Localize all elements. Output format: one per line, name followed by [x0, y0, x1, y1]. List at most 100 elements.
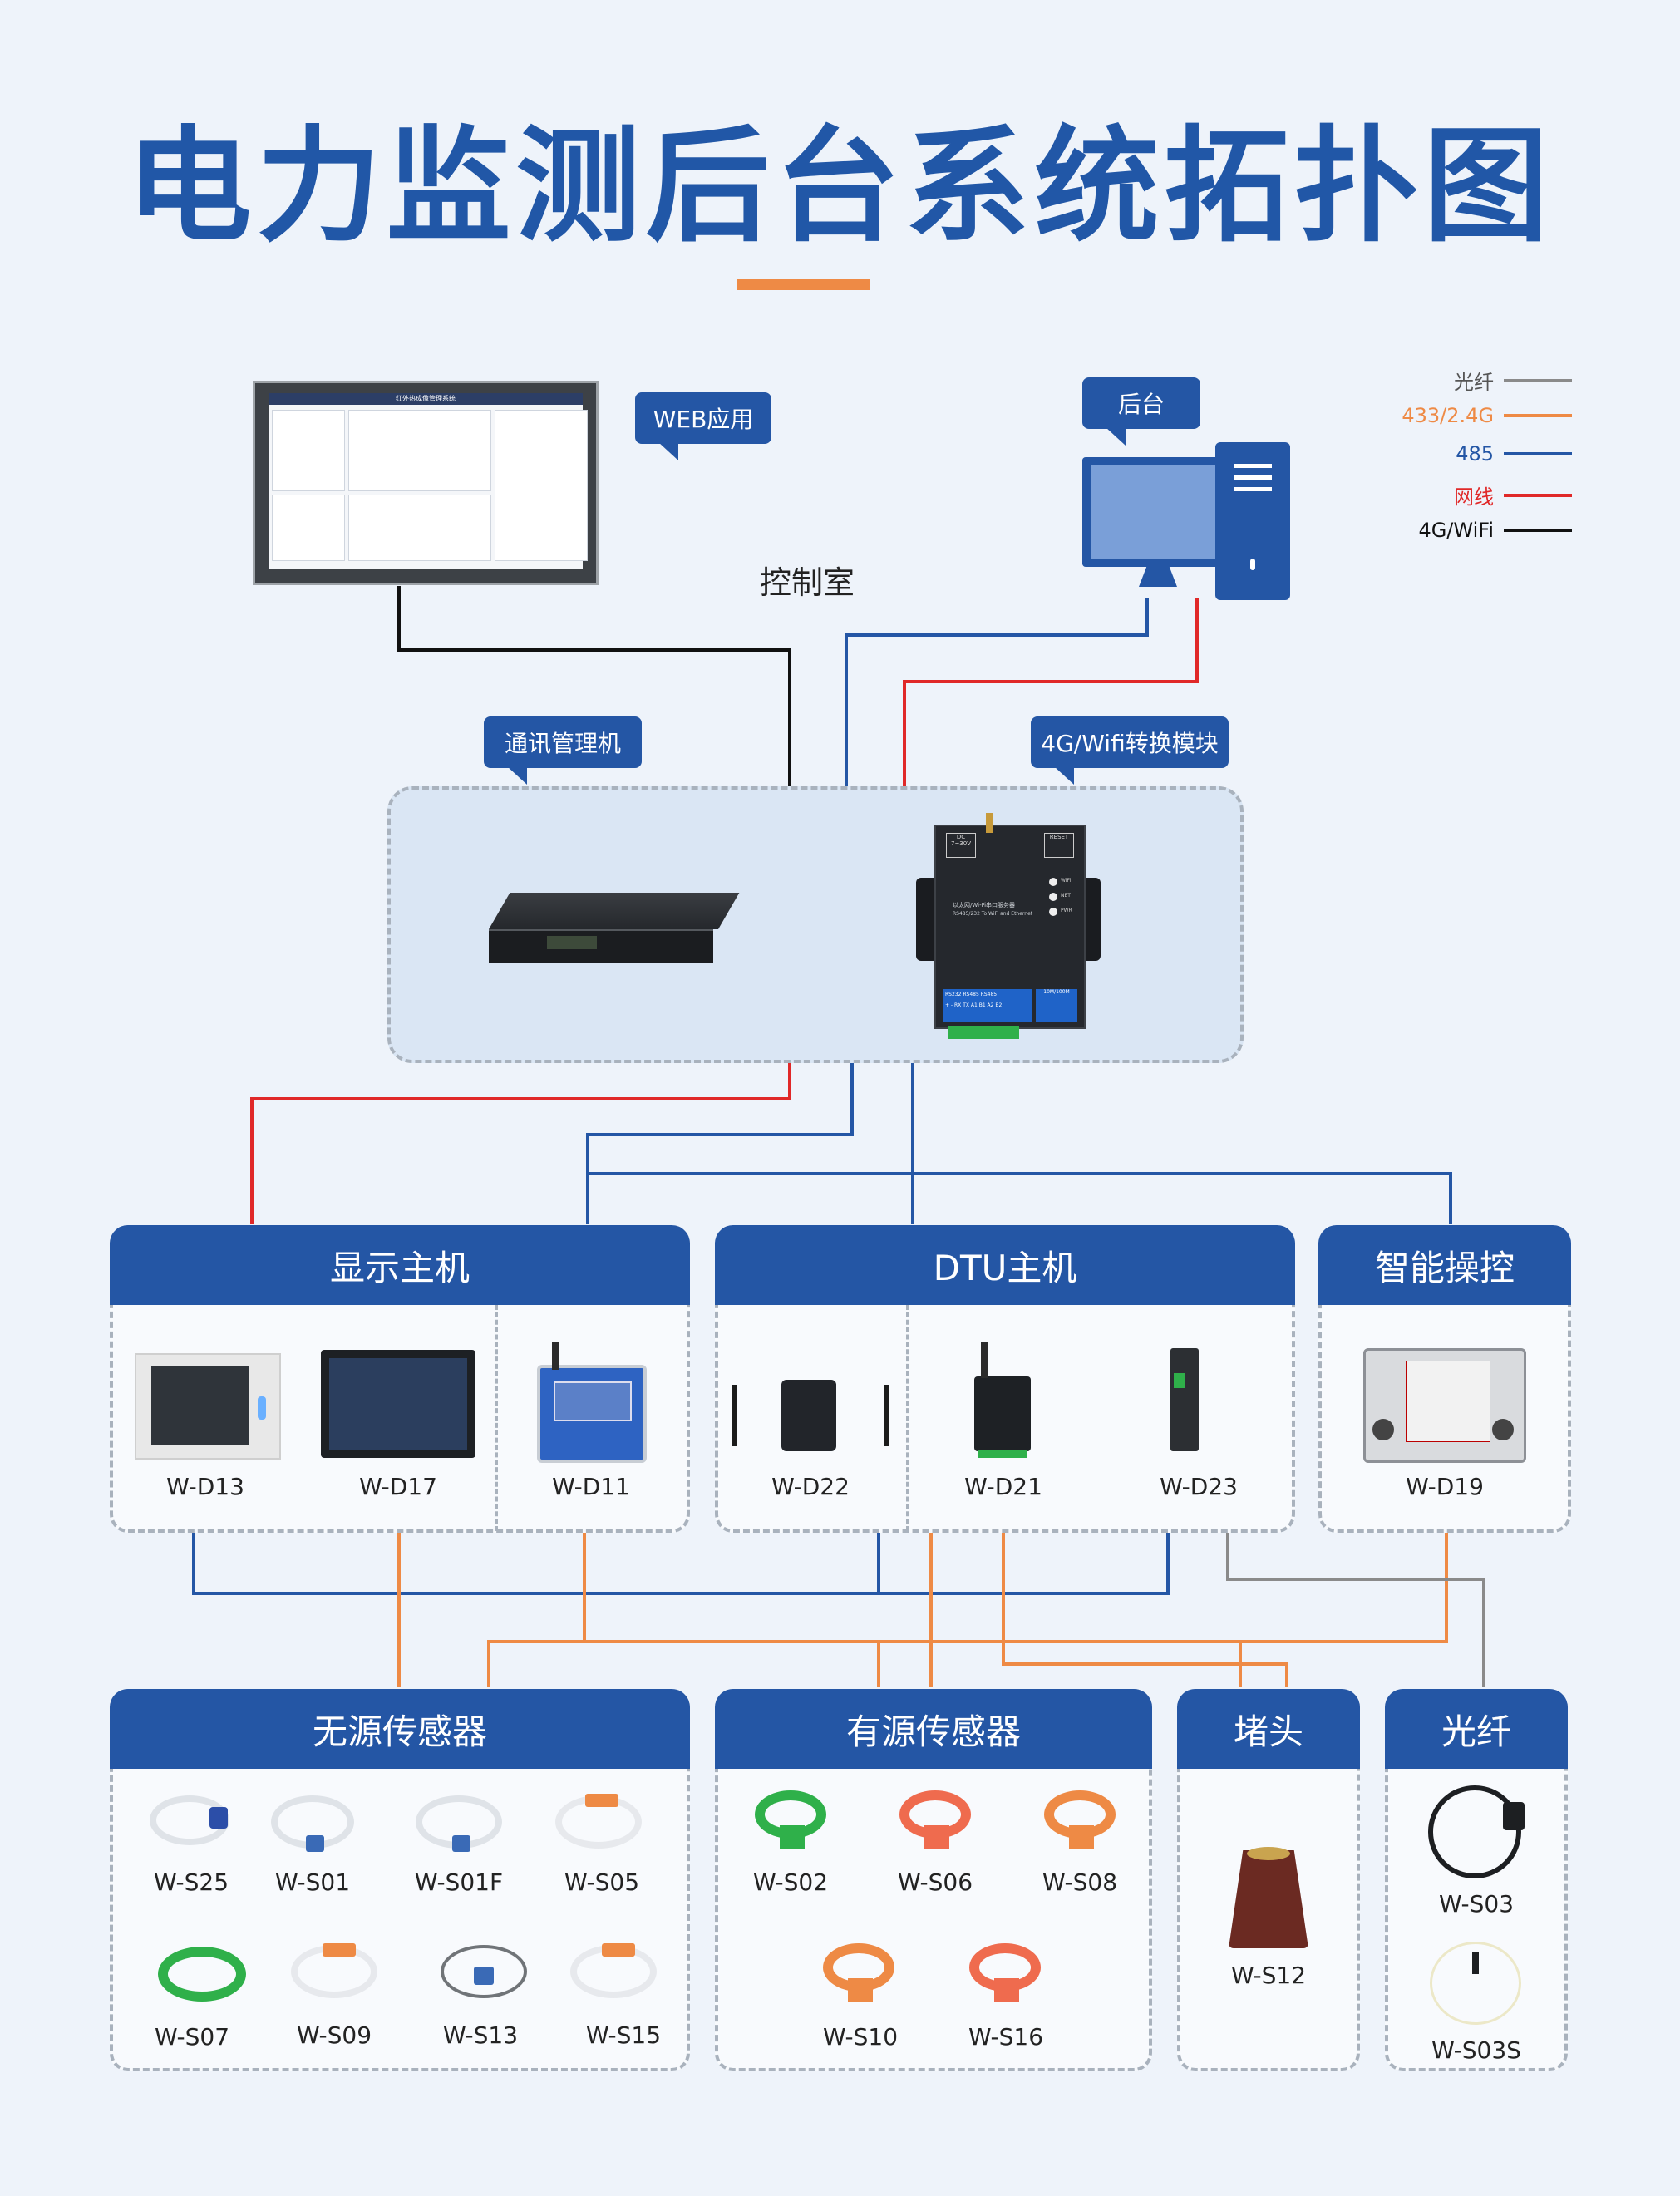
device-label: W-D22 [771, 1473, 850, 1500]
control-room-label: 控制室 [760, 564, 855, 601]
device-w-s03s-image [1430, 1942, 1521, 2025]
port-block: RS232 RS485 RS485 + - RX TX A1 B1 A2 B2 [943, 989, 1032, 1022]
panel-header: DTU主机 [715, 1225, 1295, 1305]
line-485-backend [845, 598, 1149, 788]
device-w-d19-image [1363, 1348, 1526, 1463]
legend-label: 4G/WiFi [1418, 519, 1494, 542]
legend-line [1504, 378, 1572, 382]
device-w-s15-image [570, 1943, 657, 1998]
antenna-icon [884, 1385, 889, 1446]
device-label: W-S03 [1438, 1890, 1515, 1918]
tag-backend: 后台 [1082, 377, 1200, 446]
terminal-block [948, 1026, 1019, 1039]
legend-line [1504, 414, 1572, 417]
device-label: W-S09 [296, 2021, 372, 2049]
device-label: W-S15 [585, 2021, 662, 2049]
device-w-d13-image [135, 1353, 281, 1460]
device-w-s05-image [555, 1794, 642, 1849]
reset-button: RESET [1044, 833, 1074, 858]
comm-manager-device [489, 893, 740, 972]
legend-item-ethernet: 网线 [1454, 480, 1572, 510]
antenna-icon [732, 1385, 737, 1446]
device-w-d17-image [321, 1350, 475, 1458]
device-label: W-D11 [552, 1473, 630, 1500]
device-model-en: RS485/232 To WiFi and Ethernet [953, 911, 1033, 917]
device-w-d21-image [974, 1376, 1031, 1458]
backend-monitor [1082, 457, 1232, 567]
antenna-icon [552, 1342, 559, 1370]
device-label: W-S02 [752, 1869, 829, 1896]
device-label: W-S03S [1431, 2036, 1521, 2064]
device-w-d23-image [1170, 1348, 1199, 1451]
device-w-s13-image [441, 1945, 527, 1998]
legend-item-fiber: 光纤 [1454, 366, 1572, 395]
line-ethernet-backend [903, 598, 1199, 788]
monitor-screen: 红外热成像管理系统 [269, 393, 588, 569]
panel-passive-sensors: 无源传感器 [110, 1689, 690, 2071]
panel-divider [906, 1305, 909, 1531]
panel-header: 堵头 [1177, 1689, 1360, 1769]
device-label: W-S05 [564, 1869, 640, 1896]
tag-wifi-module: 4G/Wifi转换模块 [1031, 716, 1229, 785]
legend-line [1504, 493, 1572, 497]
device-w-s01-image [271, 1795, 354, 1852]
device-label: W-S07 [154, 2023, 230, 2051]
panel-active-sensors: 有源传感器 [715, 1689, 1152, 2071]
device-w-s03-image [1428, 1785, 1525, 1878]
power-port: DC 7~30V [946, 833, 976, 858]
device-label: W-D21 [964, 1473, 1042, 1500]
device-w-d11-image [537, 1365, 647, 1463]
panel-header: 无源传感器 [110, 1689, 690, 1769]
legend-label: 433/2.4G [1402, 404, 1494, 427]
device-w-s25-image [150, 1795, 229, 1845]
line-fiber [1226, 1531, 1485, 1687]
monitor: 红外热成像管理系统 [253, 381, 599, 585]
device-label: W-D13 [166, 1473, 244, 1500]
device-label: W-D19 [1406, 1473, 1484, 1500]
device-w-s02-image [755, 1790, 826, 1849]
device-label: W-D17 [359, 1473, 437, 1500]
device-label: W-S08 [1042, 1869, 1118, 1896]
device-label: W-S13 [442, 2021, 519, 2049]
line-485-smart [588, 1172, 1452, 1224]
device-w-d22-image [781, 1380, 836, 1451]
tag-web-app: WEB应用 [635, 392, 771, 460]
device-label: W-S12 [1230, 1962, 1307, 1989]
line-4g-monitor [397, 586, 791, 788]
eth-port: 10M/100M [1036, 989, 1077, 1022]
plug-top [1247, 1847, 1290, 1860]
device-w-s01f-image [416, 1795, 502, 1852]
page-title: 电力监测后台系统拓扑图 [126, 115, 1554, 259]
panel-header: 智能操控 [1318, 1225, 1571, 1305]
device-model: 以太网/Wi-Fi串口服务器 [953, 902, 1016, 908]
device-w-s16-image [969, 1943, 1041, 2002]
led-label: WiFi [1061, 878, 1072, 884]
device-label: W-S10 [822, 2023, 899, 2051]
legend-item-4g: 4G/WiFi [1418, 519, 1572, 542]
tag-comm-manager: 通讯管理机 [484, 716, 642, 785]
device-label: W-S25 [153, 1869, 229, 1896]
legend-label: 485 [1456, 442, 1494, 465]
line-ethernet-display [250, 1063, 791, 1224]
legend-label: 网线 [1454, 485, 1494, 509]
line-485-display [586, 1063, 854, 1224]
pin-labels: + - RX TX A1 B1 A2 B2 [945, 1002, 1003, 1008]
device-label: W-S16 [968, 2023, 1044, 2051]
legend-line [1504, 452, 1572, 455]
panel-header: 光纤 [1385, 1689, 1568, 1769]
device-w-s07-image [158, 1947, 246, 2002]
antenna-icon [986, 813, 993, 833]
device-label: W-S01 [274, 1869, 351, 1896]
legend-label: 光纤 [1454, 371, 1494, 394]
wifi-module-device: DC 7~30V RESET 以太网/Wi-Fi串口服务器 RS485/232 … [934, 825, 1086, 1029]
led-label: PWR [1061, 908, 1072, 913]
device-w-s12-image [1229, 1850, 1308, 1948]
backend-tower [1215, 442, 1290, 600]
screen-title: 红外热成像管理系统 [269, 393, 583, 405]
device-w-s10-image [823, 1943, 894, 2002]
led-label: NET [1061, 893, 1071, 899]
device-w-s06-image [899, 1790, 971, 1849]
line-485-bottom [192, 1531, 1170, 1595]
line-433-smart [487, 1531, 1448, 1687]
line-433-d21 [1002, 1531, 1288, 1687]
